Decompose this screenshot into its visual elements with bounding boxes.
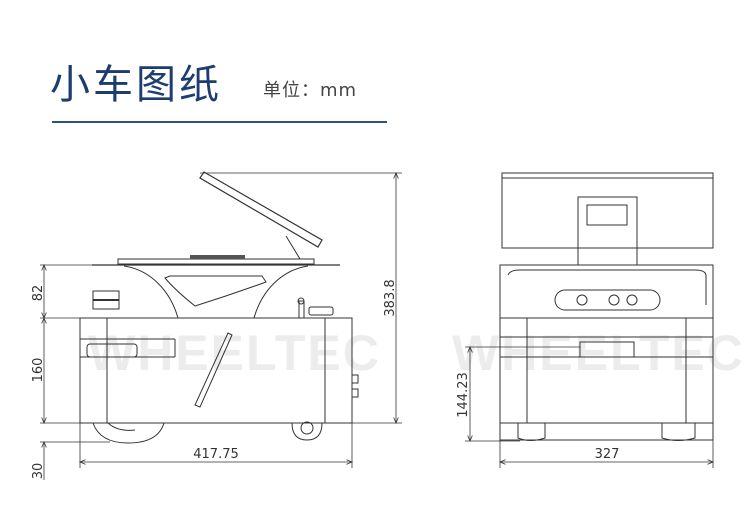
pedestal	[123, 265, 309, 319]
page-title: 小车图纸	[50, 62, 222, 108]
dim-ground-clearance: 30	[31, 463, 46, 480]
side-view	[79, 171, 359, 444]
dim-width: 327	[595, 447, 620, 462]
diagonal-strut	[194, 332, 233, 408]
dim-front-height: 144.23	[456, 372, 471, 418]
front-dimensions	[465, 347, 713, 468]
caster-wheel	[291, 422, 323, 441]
side-body	[79, 317, 353, 424]
dim-total-height: 383.8	[383, 279, 398, 316]
front-screen	[501, 172, 714, 249]
front-view	[499, 172, 714, 441]
side-screen-panel	[199, 171, 323, 248]
watermark-side: WHEELTEC	[88, 325, 381, 381]
dim-top-height: 82	[31, 285, 46, 302]
title-divider	[52, 121, 387, 123]
unit-label: 单位：mm	[263, 80, 358, 101]
front-body	[499, 264, 714, 441]
watermark-front: WHEELTEC	[452, 325, 745, 381]
dim-length: 417.75	[193, 447, 239, 462]
panel-support	[285, 235, 301, 260]
depth-camera	[554, 289, 661, 311]
front-wheel-right	[661, 423, 696, 441]
top-platform	[117, 258, 315, 265]
side-dimensions	[40, 173, 402, 480]
front-wheel-left	[517, 423, 546, 441]
dim-body-height: 160	[31, 358, 46, 383]
drive-wheel	[92, 422, 165, 444]
